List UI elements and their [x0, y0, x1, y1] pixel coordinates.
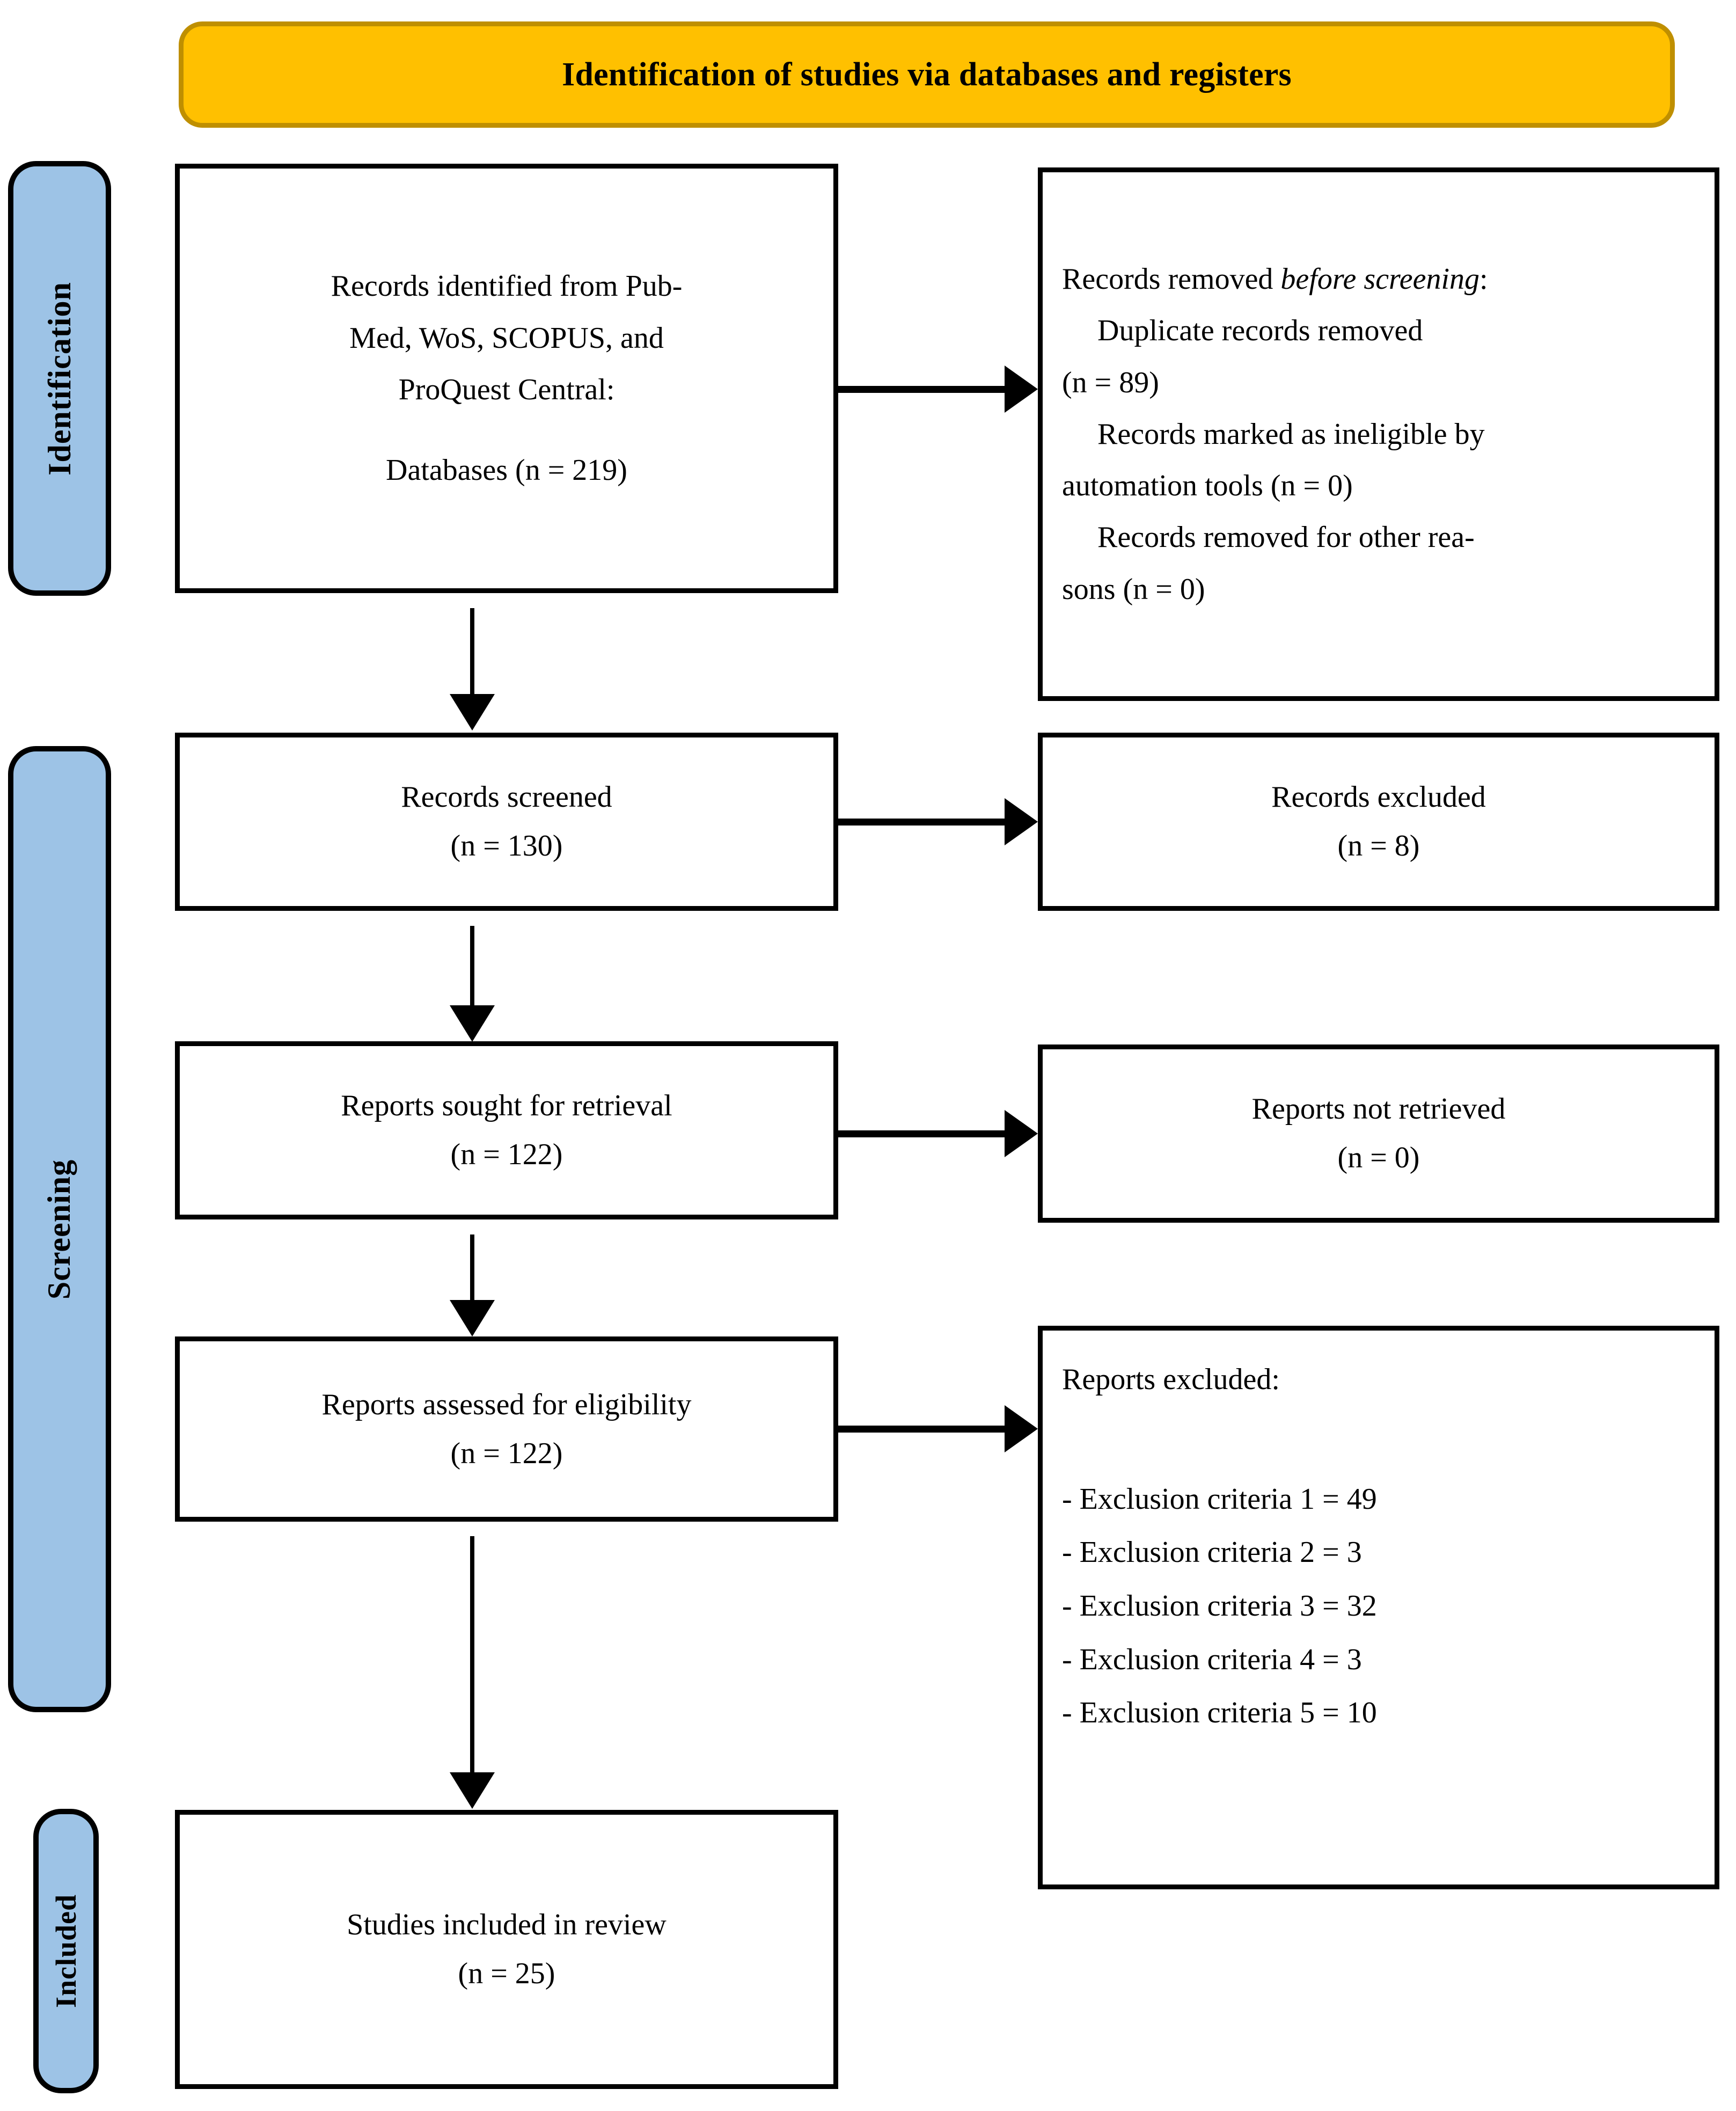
arrow-shaft: [838, 819, 1005, 826]
records-removed-item3-count: sons (n = 0): [1062, 572, 1205, 606]
arrow-head-right-icon: [1005, 1110, 1038, 1157]
records-screened-count: (n = 130): [450, 829, 563, 863]
arrow-head-right-icon: [1005, 798, 1038, 845]
records-excluded-count: (n = 8): [1337, 829, 1420, 863]
studies-included-label: Studies included in review: [347, 1908, 666, 1942]
reports-not-retrieved-count: (n = 0): [1337, 1141, 1420, 1174]
records-removed-item3: Records removed for other rea-: [1097, 521, 1475, 554]
reports-sought-count: (n = 122): [450, 1138, 563, 1171]
records-identified-line2: Med, WoS, SCOPUS, and: [349, 321, 664, 355]
arrow-shaft: [838, 386, 1005, 393]
records-identified-spacer: [199, 415, 814, 444]
records-removed-item2-count: automation tools (n = 0): [1062, 469, 1353, 503]
records-removed-item2: Records marked as ineligible by: [1097, 417, 1485, 451]
exclusion-criteria-item: - Exclusion criteria 4 = 3: [1062, 1642, 1362, 1676]
records-identified-line3: ProQuest Central:: [398, 373, 615, 406]
arrow-head-down-icon: [450, 1772, 495, 1809]
arrow-shaft: [838, 1426, 1005, 1433]
stage-label-included-text: Included: [50, 1894, 82, 2008]
box-records-screened: Records screened (n = 130): [175, 733, 838, 911]
box-studies-included-in-review: Studies included in review (n = 25): [175, 1810, 838, 2089]
box-reports-not-retrieved: Reports not retrieved (n = 0): [1038, 1044, 1719, 1223]
reports-assessed-count: (n = 122): [450, 1436, 563, 1470]
records-removed-title-plain: Records removed: [1062, 262, 1281, 296]
records-removed-title-colon: :: [1479, 262, 1488, 296]
records-removed-item1-count: (n = 89): [1062, 366, 1159, 399]
records-removed-title: Records removed before screening:: [1062, 253, 1695, 305]
reports-assessed-label: Reports assessed for eligibility: [321, 1387, 692, 1421]
arrow-head-down-icon: [450, 694, 495, 731]
exclusion-criteria-item: - Exclusion criteria 1 = 49: [1062, 1482, 1377, 1516]
box-reports-assessed-for-eligibility: Reports assessed for eligibility (n = 12…: [175, 1336, 838, 1522]
records-identified-line1: Records identified from Pub-: [331, 269, 683, 303]
arrow-head-right-icon: [1005, 366, 1038, 413]
box-reports-excluded: Reports excluded: - Exclusion criteria 1…: [1038, 1326, 1719, 1889]
arrow-head-down-icon: [450, 1300, 495, 1336]
box-reports-sought-for-retrieval: Reports sought for retrieval (n = 122): [175, 1041, 838, 1219]
box-records-removed-before-screening: Records removed before screening: Duplic…: [1038, 167, 1719, 701]
stage-label-screening-text: Screening: [41, 1159, 77, 1299]
diagram-title: Identification of studies via databases …: [562, 56, 1292, 93]
arrow-head-down-icon: [450, 1005, 495, 1042]
records-removed-item1: Duplicate records removed: [1097, 314, 1423, 348]
box-records-identified: Records identified from Pub- Med, WoS, S…: [175, 164, 838, 593]
exclusion-criteria-item: - Exclusion criteria 5 = 10: [1062, 1696, 1377, 1730]
reports-excluded-spacer: [1062, 1404, 1695, 1473]
arrow-head-right-icon: [1005, 1405, 1038, 1452]
box-records-excluded: Records excluded (n = 8): [1038, 733, 1719, 911]
stage-label-identification: Identification: [8, 161, 111, 596]
arrow-shaft: [470, 1235, 474, 1300]
arrow-shaft: [470, 1536, 474, 1772]
stage-label-included: Included: [33, 1809, 99, 2093]
records-identified-count: Databases (n = 219): [386, 454, 627, 487]
stage-label-screening: Screening: [8, 746, 111, 1712]
diagram-header-banner: Identification of studies via databases …: [179, 21, 1675, 128]
records-excluded-label: Records excluded: [1271, 780, 1486, 814]
exclusion-criteria-item: - Exclusion criteria 3 = 32: [1062, 1589, 1377, 1623]
arrow-shaft: [470, 608, 474, 694]
arrow-shaft: [470, 926, 474, 1005]
reports-excluded-title: Reports excluded:: [1062, 1363, 1280, 1396]
records-screened-label: Records screened: [401, 780, 612, 814]
records-removed-title-italic: before screening: [1280, 262, 1480, 296]
reports-not-retrieved-label: Reports not retrieved: [1251, 1092, 1506, 1126]
reports-sought-label: Reports sought for retrieval: [341, 1089, 672, 1123]
arrow-shaft: [838, 1130, 1005, 1137]
exclusion-criteria-item: - Exclusion criteria 2 = 3: [1062, 1536, 1362, 1569]
stage-label-identification-text: Identification: [41, 281, 77, 476]
studies-included-count: (n = 25): [458, 1957, 555, 1990]
